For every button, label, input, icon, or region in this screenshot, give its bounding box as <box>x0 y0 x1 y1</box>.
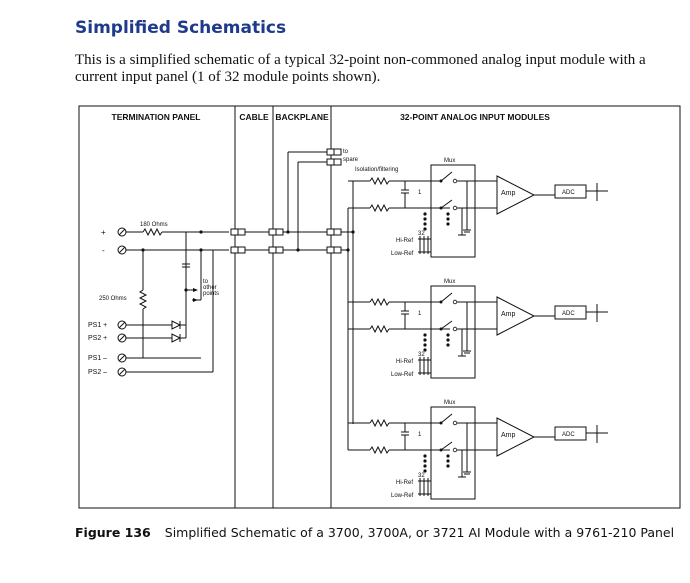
module-1-low-ref-label: Low-Ref <box>391 251 414 257</box>
to-other-points-label-3: points <box>203 291 219 297</box>
module-2: Mux Amp ADC 1 32 Hi-Ref Low-Ref <box>347 279 609 379</box>
module-1-ch1-label: 1 <box>418 190 422 196</box>
figure-caption-text: Simplified Schematic of a 3700, 3700A, o… <box>164 525 675 540</box>
module-1-amp-label: Amp <box>501 190 516 197</box>
section-termination-panel: TERMINATION PANEL <box>112 112 201 122</box>
to-other-points-label-2: other <box>203 285 217 291</box>
module-3-mux-label: Mux <box>444 400 455 406</box>
module-2-adc-label: ADC <box>562 311 575 317</box>
section-backplane: BACKPLANE <box>275 112 329 122</box>
terminal-ps1-minus-label: PS1 – <box>88 355 107 362</box>
module-3-amp-label: Amp <box>501 432 516 439</box>
module-1-hi-ref-label: Hi-Ref <box>396 238 413 244</box>
diagram-frame <box>78 105 681 509</box>
to-other-points-label-1: to <box>203 279 209 285</box>
module-1-adc-label: ADC <box>562 190 575 196</box>
terminal-plus-label: + <box>101 228 106 237</box>
terminal-ps2-minus-label: PS2 – <box>88 369 107 376</box>
terminal-ps2-plus-label: PS2 + <box>88 335 107 342</box>
module-2-ch1-label: 1 <box>418 311 422 317</box>
figure-caption: Figure 136 Simplified Schematic of a 3700… <box>75 525 674 540</box>
module-2-mux-label: Mux <box>444 279 455 285</box>
module-3-ch32-label: 32 <box>418 473 425 479</box>
to-spare-label-1: to <box>343 149 349 155</box>
connectors <box>230 148 342 254</box>
to-spare-label-2: spare <box>343 157 359 163</box>
module-1-ch32-label: 32 <box>418 231 425 237</box>
section-analog-input-modules: 32-POINT ANALOG INPUT MODULES <box>400 112 550 122</box>
module-2-ch32-label: 32 <box>418 352 425 358</box>
terminal-minus-label: - <box>102 246 105 255</box>
junction-dots <box>141 230 355 292</box>
terminal-screws <box>117 227 127 377</box>
resistor-250-label: 250 Ohms <box>99 296 127 302</box>
isolation-filtering-label: Isolation/filtering <box>355 167 398 173</box>
module-3-low-ref-label: Low-Ref <box>391 493 414 499</box>
module-3: Mux Amp ADC 1 32 Hi-Ref Low-Ref <box>347 400 609 500</box>
page-title: Simplified Schematics <box>75 18 287 38</box>
module-3-adc-label: ADC <box>562 432 575 438</box>
section-cable: CABLE <box>239 112 269 122</box>
module-1-mux-label: Mux <box>444 158 455 164</box>
module-3-hi-ref-label: Hi-Ref <box>396 480 413 486</box>
intro-paragraph: This is a simplified schematic of a typi… <box>75 52 646 85</box>
module-3-ch1-label: 1 <box>418 432 422 438</box>
figure-label: Figure 136 <box>75 525 151 540</box>
module-2-low-ref-label: Low-Ref <box>391 372 414 378</box>
termination-wiring <box>126 227 229 373</box>
terminal-ps1-plus-label: PS1 + <box>88 322 107 329</box>
backplane-wiring <box>245 151 354 450</box>
module-1: Mux Amp ADC 1 32 Hi-Ref Low-Ref <box>347 158 609 258</box>
arrow-to-other-points <box>193 288 198 292</box>
module-2-hi-ref-label: Hi-Ref <box>396 359 413 365</box>
resistor-180-label: 180 Ohms <box>140 222 168 228</box>
module-2-amp-label: Amp <box>501 311 516 318</box>
